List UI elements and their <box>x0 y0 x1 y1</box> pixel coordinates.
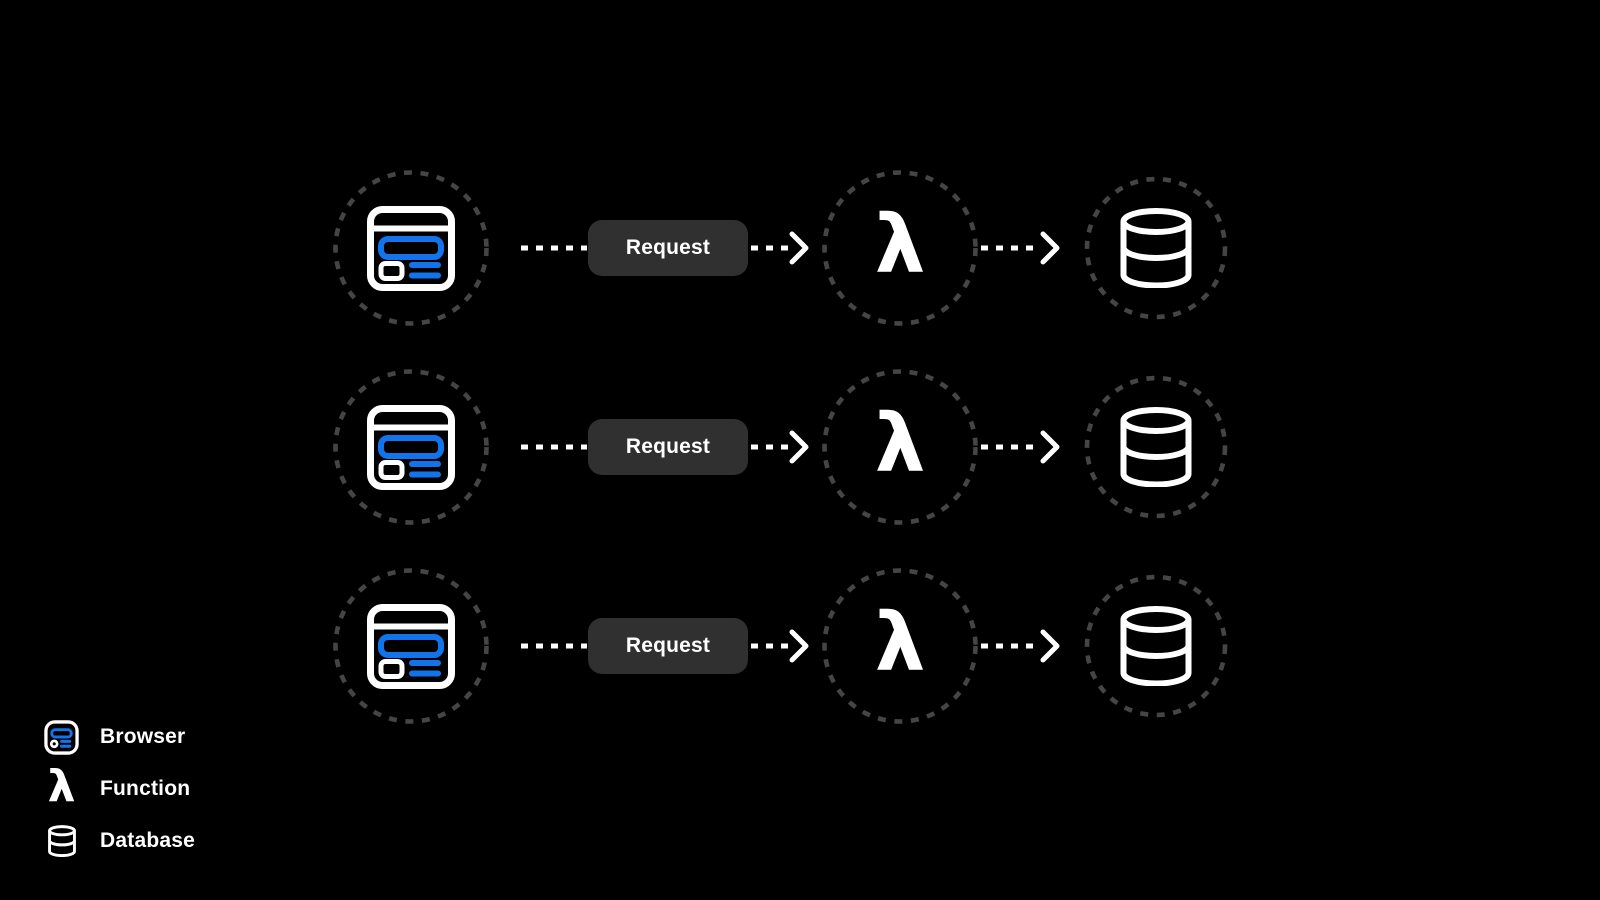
dashed-ring <box>822 568 978 724</box>
legend: Browser λ Function Database <box>43 711 195 867</box>
dashed-ring <box>1084 375 1228 519</box>
request-label-badge: Request <box>588 618 748 674</box>
lambda-icon: λ <box>47 761 76 812</box>
request-label: Request <box>625 236 711 259</box>
dotted-connector <box>751 444 789 450</box>
arrow-icon <box>789 629 809 663</box>
database-node <box>1084 574 1228 718</box>
dotted-connector <box>521 444 587 450</box>
browser-node <box>332 567 490 725</box>
dashed-ring <box>333 568 489 724</box>
dotted-connector <box>521 643 587 649</box>
legend-item-browser: Browser <box>43 711 195 763</box>
dashed-ring <box>822 170 978 326</box>
database-icon <box>1120 407 1192 487</box>
browser-icon <box>367 404 455 490</box>
request-label: Request <box>625 634 711 657</box>
database-icon <box>1120 208 1192 288</box>
lambda-icon: λ <box>874 397 926 490</box>
dotted-connector <box>751 245 789 251</box>
database-node <box>1084 176 1228 320</box>
legend-label: Database <box>100 829 195 852</box>
dotted-connector <box>981 245 1039 251</box>
lambda-node: λ <box>821 368 979 526</box>
lambda-node: λ <box>821 567 979 725</box>
dotted-connector <box>981 444 1039 450</box>
lambda-icon: λ <box>874 198 926 291</box>
lambda-icon: λ <box>874 596 926 689</box>
browser-node <box>332 368 490 526</box>
legend-label: Function <box>100 777 191 800</box>
dotted-connector <box>521 245 587 251</box>
arrow-icon <box>1040 430 1060 464</box>
arrow-icon <box>789 231 809 265</box>
dotted-connector <box>751 643 789 649</box>
dashed-ring <box>822 369 978 525</box>
browser-icon <box>367 603 455 689</box>
database-icon <box>1120 606 1192 686</box>
request-label-badge: Request <box>588 220 748 276</box>
database-icon <box>43 825 80 857</box>
arrow-icon <box>1040 629 1060 663</box>
legend-label: Browser <box>100 725 186 748</box>
browser-icon <box>367 205 455 291</box>
dashed-ring <box>1084 574 1228 718</box>
request-label: Request <box>625 435 711 458</box>
legend-item-database: Database <box>43 815 195 867</box>
browser-icon <box>43 719 80 755</box>
dotted-connector <box>981 643 1039 649</box>
dashed-ring <box>333 170 489 326</box>
request-label-badge: Request <box>588 419 748 475</box>
lambda-node: λ <box>821 169 979 327</box>
legend-item-function: λ Function <box>43 763 195 815</box>
database-node <box>1084 375 1228 519</box>
browser-node <box>332 169 490 327</box>
arrow-icon <box>789 430 809 464</box>
arrow-icon <box>1040 231 1060 265</box>
dashed-ring <box>333 369 489 525</box>
dashed-ring <box>1084 176 1228 320</box>
